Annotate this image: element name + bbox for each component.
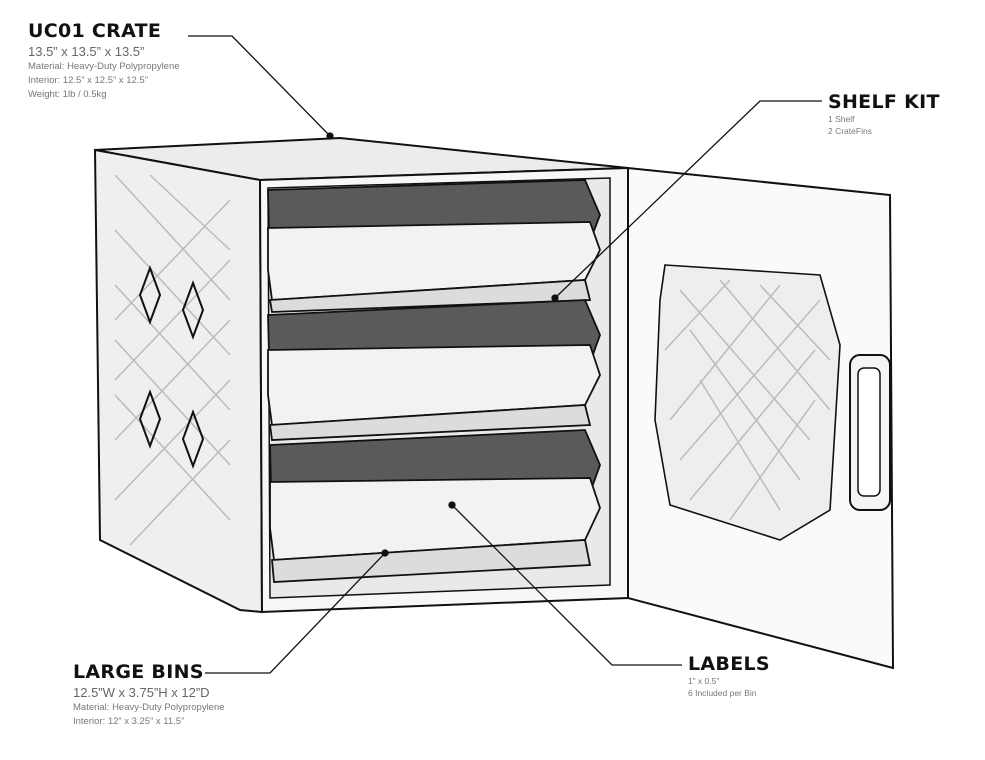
side-diamond [181, 280, 205, 340]
shelf-kit-title: SHELF KIT [828, 91, 940, 113]
shelf-kit-line1: 1 Shelf [828, 114, 855, 124]
callout-labels: LABELS 1” x 0.5” 6 Included per Bin [688, 653, 770, 699]
leader-labels [451, 504, 682, 666]
shelf-kit-line2: 2 CrateFins [828, 126, 872, 136]
bins [267, 179, 601, 583]
leader-shelf [554, 100, 822, 299]
large-bins-interior: Interior: 12” x 3.25” x 11.5” [73, 716, 185, 727]
crate-title: UC01 CRATE [28, 20, 162, 42]
leader-crate [188, 35, 331, 137]
labels-size: 1” x 0.5” [688, 676, 720, 686]
crate-dimensions: 13.5” x 13.5” x 13.5” [28, 44, 145, 59]
large-bins-dimensions: 12.5”W x 3.75”H x 12”D [73, 685, 210, 700]
bin-bottom [269, 429, 601, 583]
bin-top [267, 179, 601, 313]
leader-bins [205, 552, 386, 674]
door-window [654, 264, 841, 541]
callout-uc01-crate: UC01 CRATE 13.5” x 13.5” x 13.5” Materia… [28, 20, 180, 102]
side-diamond [181, 409, 205, 469]
crate-door [627, 166, 895, 670]
door-lattice [664, 279, 831, 521]
crate-material: Material: Heavy-Duty Polypropylene [28, 61, 180, 72]
bin-middle [267, 299, 601, 441]
side-diamond [138, 389, 162, 449]
side-diamond [138, 265, 162, 325]
crate-interior: Interior: 12.5” x 12.5” x 12.5” [28, 75, 148, 86]
callout-shelf-kit: SHELF KIT 1 Shelf 2 CrateFins [828, 91, 940, 137]
side-lattice [114, 174, 231, 546]
crate-weight: Weight: 1lb / 0.5kg [28, 89, 107, 100]
labels-included: 6 Included per Bin [688, 688, 757, 698]
leader-lines [188, 35, 822, 674]
large-bins-title: LARGE BINS [73, 661, 204, 683]
labels-title: LABELS [688, 653, 770, 675]
callout-large-bins: LARGE BINS 12.5”W x 3.75”H x 12”D Materi… [73, 661, 225, 729]
large-bins-material: Material: Heavy-Duty Polypropylene [73, 702, 225, 713]
crate-left-side [93, 148, 264, 614]
